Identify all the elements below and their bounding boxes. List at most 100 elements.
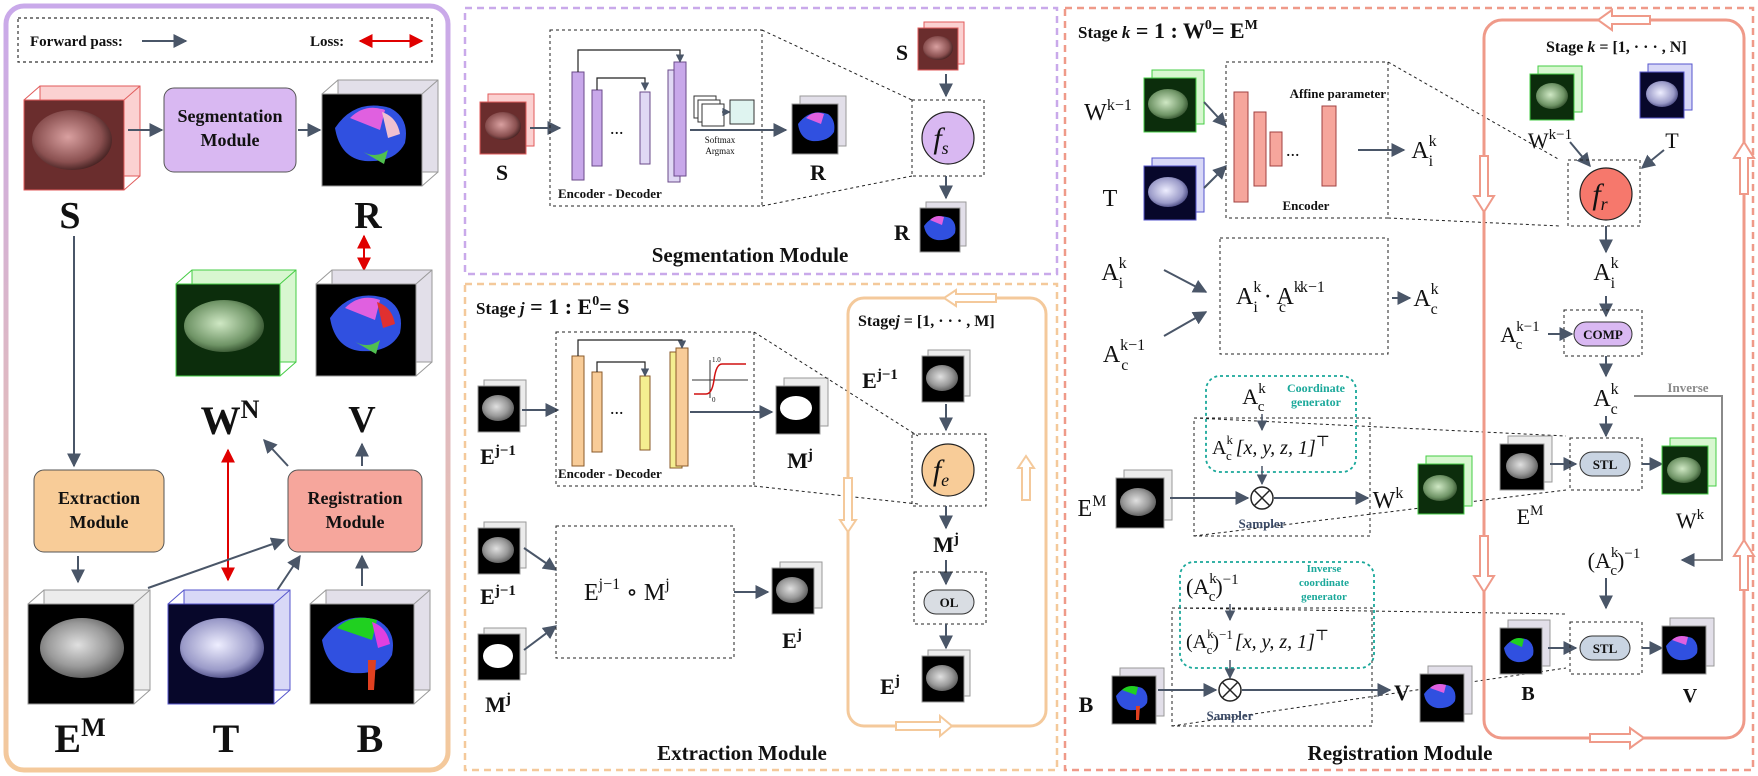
reg-comp-pill [1573, 321, 1633, 347]
ext-loop-M-label: Mj [933, 531, 959, 557]
ext-encoder-decoder [571, 347, 689, 469]
legend-loss-label: Loss: [310, 34, 344, 50]
reg-loop-arrows [1472, 8, 1756, 750]
seg-output-label: R [810, 160, 827, 185]
overview-W-label: WN [201, 395, 260, 443]
ext-loop-output-volume [921, 649, 971, 703]
reg-loop-W-label: Wk−1 [1528, 127, 1572, 153]
reg-inv-gen-label-2: coordinate [1299, 577, 1349, 589]
extraction-module-box [33, 469, 165, 553]
reg-affine-label: Affine parameter [1290, 86, 1387, 101]
legend-forward-label: Forward pass: [30, 34, 123, 50]
reg-EM-label: EM [1078, 493, 1107, 522]
ext-ol-label: OL [940, 595, 959, 610]
reg-stl2-pill [1579, 635, 1631, 661]
seg-zoom-line-2 [761, 175, 913, 207]
reg-inverse-label: Inverse [1667, 380, 1708, 395]
ext-zoom-line-1 [753, 331, 919, 437]
overview-extracted-volume [27, 589, 151, 705]
reg-loop-Wk-volume [1661, 437, 1717, 495]
overview-seg-result-volume [321, 79, 439, 187]
registration-panel-border [1063, 6, 1755, 772]
reg-loop-arrow-W [1569, 141, 1591, 168]
reg-loop-B-volume [1499, 619, 1551, 675]
reg-encoder-label: Encoder [1283, 198, 1330, 213]
ext-skip-2 [596, 361, 650, 377]
segmentation-module-label-1: Segmentation [178, 106, 283, 126]
seg-softmax-label: Softmax [705, 135, 736, 145]
reg-Wk-label: Wk [1373, 485, 1404, 514]
ext-encdec-box [555, 331, 755, 487]
overview-atlas-label-volume [309, 589, 431, 705]
reg-W-volume [1143, 69, 1205, 133]
reg-loop-T-volume [1639, 63, 1693, 119]
seg-input-label: S [496, 160, 508, 185]
ext-ol-box [913, 571, 987, 625]
ext-loop-output-label: Ej [880, 673, 900, 699]
overview-V-label: V [348, 399, 376, 441]
reg-V-label: V [1394, 680, 1410, 705]
ext-arrow-M-compose [523, 625, 558, 651]
reg-loop-B-label: B [1521, 683, 1534, 705]
reg-arrow-W-enc [1203, 101, 1227, 128]
segmentation-module-label-2: Module [200, 130, 259, 150]
overview-S-label: S [59, 195, 80, 237]
reg-mult-box [1219, 237, 1389, 355]
ext-output-label: Ej [782, 627, 802, 653]
ext-arrow-E-compose [523, 547, 558, 571]
reg-zoom-line-4 [1193, 489, 1567, 537]
reg-stage-range: Stage k = [1, · · · , N] [1546, 39, 1687, 56]
reg-inverse-path [1634, 395, 1723, 567]
arrow-EM-to-reg [147, 537, 286, 589]
overview-template-volume [167, 589, 291, 705]
overview-warped-volume [175, 269, 297, 377]
overview-EM-label: EM [54, 713, 105, 761]
ext-zoom-line-2 [753, 485, 919, 505]
registration-title: Registration Module [1308, 741, 1493, 765]
seg-encdec-label: Encoder - Decoder [558, 186, 662, 201]
seg-output-volume [791, 95, 847, 155]
seg-right-S-volume [917, 21, 965, 71]
ext-loop-arrows [838, 288, 1036, 739]
svg-text:1.0: 1.0 [712, 356, 721, 364]
reg-zoom-line-1 [1387, 61, 1561, 161]
extraction-panel-border [463, 282, 1059, 772]
ext-mask2-label: Mj [485, 691, 511, 717]
reg-comp-label: COMP [1583, 327, 1623, 342]
reg-func-circle [1579, 167, 1633, 221]
reg-zoom-line-5 [1171, 607, 1567, 615]
extraction-module-label-1: Extraction [58, 488, 140, 508]
reg-loop-T-label: T [1665, 128, 1679, 153]
ext-mask2-volume [477, 627, 527, 681]
arrow-reg-to-W [263, 438, 289, 467]
reg-inv-sampler-box [1171, 607, 1373, 727]
reg-V-volume [1419, 665, 1473, 723]
seg-encdec-box [549, 29, 763, 207]
segmentation-title: Segmentation Module [652, 243, 849, 267]
reg-stl1-label: STL [1593, 457, 1618, 472]
reg-EM-volume [1115, 469, 1173, 529]
ext-mask-volume [775, 377, 829, 435]
ext-func-circle [921, 443, 975, 497]
reg-arrow-Ai-mult [1163, 269, 1208, 293]
ext-input2-label: Ej−1 [480, 583, 516, 609]
reg-arrow-T-enc [1203, 165, 1227, 189]
reg-inv-sampler-icon [1218, 678, 1242, 702]
reg-encoder-box [1225, 61, 1389, 219]
ext-compose-formula: Ej−1 ∘ Mj [584, 576, 670, 606]
seg-argmax-label: Argmax [705, 146, 735, 156]
ext-input2-volume [477, 521, 527, 575]
reg-T-label: T [1103, 186, 1118, 212]
ext-mask-label: Mj [787, 447, 813, 473]
ext-stage1: Stage j = 1 : E0= S [476, 294, 629, 319]
